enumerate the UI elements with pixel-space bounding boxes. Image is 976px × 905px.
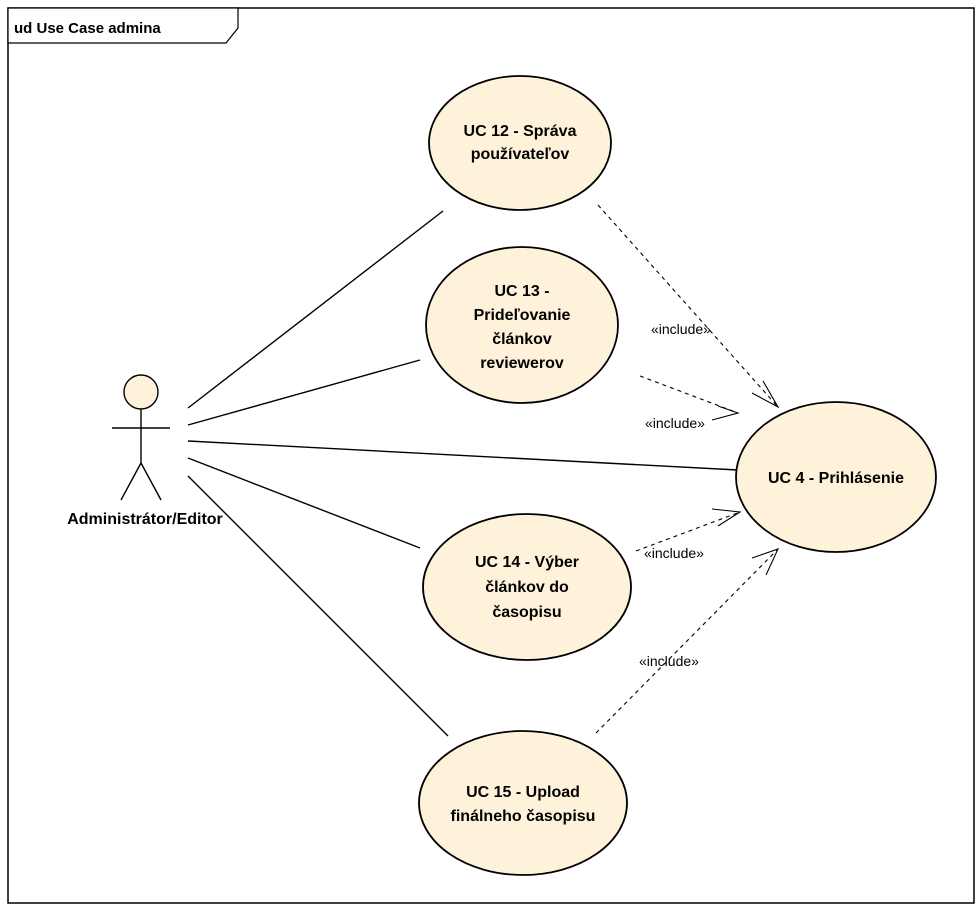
actor-name: Administrátor/Editor xyxy=(67,511,223,528)
uc14-line-1: UC 14 - Výber xyxy=(475,554,579,571)
use-case-uc4[interactable]: UC 4 - Prihlásenie xyxy=(735,401,937,553)
use-case-uc15[interactable]: UC 15 - Upload finálneho časopisu xyxy=(418,730,628,876)
uc14-line-3: časopisu xyxy=(492,604,561,621)
include-label-uc14: «include» xyxy=(644,545,704,561)
uc13-line-3: článkov xyxy=(492,331,552,348)
include-label-uc15: «include» xyxy=(639,653,699,669)
uc13-line-4: reviewerov xyxy=(480,355,564,372)
uc12-line-1: UC 12 - Správa xyxy=(464,123,577,140)
diagram-frame xyxy=(7,7,975,904)
use-case-uc13[interactable]: UC 13 - Prideľovanie článkov reviewerov xyxy=(425,246,619,404)
include-line-uc14 xyxy=(635,511,741,552)
include-arrowhead-uc13 xyxy=(711,405,740,421)
use-case-uc12[interactable]: UC 12 - Správa používateľov xyxy=(428,75,612,211)
uc4-line-1: UC 4 - Prihlásenie xyxy=(768,470,904,487)
include-arrowhead-uc15 xyxy=(751,548,780,576)
actor-right-leg xyxy=(140,462,162,501)
uc15-line-1: UC 15 - Upload xyxy=(466,784,580,801)
association-uc4 xyxy=(187,440,739,471)
include-line-uc12 xyxy=(597,204,779,408)
diagram-title: ud Use Case admina xyxy=(14,20,161,37)
include-arrowhead-uc12 xyxy=(751,380,780,409)
uc13-line-2: Prideľovanie xyxy=(474,307,571,324)
association-uc14 xyxy=(187,457,421,549)
diagram-frame-tab xyxy=(7,7,239,44)
association-uc15 xyxy=(187,475,449,737)
include-label-uc12: «include» xyxy=(651,321,711,337)
actor-administrator-editor[interactable]: Administrátor/Editor xyxy=(67,374,223,528)
uc13-line-1: UC 13 - xyxy=(494,283,549,300)
include-line-uc15 xyxy=(595,548,779,734)
uc14-line-2: článkov do xyxy=(485,579,569,596)
actor-left-leg xyxy=(120,462,142,501)
include-line-uc13 xyxy=(639,375,739,414)
actor-head xyxy=(123,374,159,410)
include-label-uc13: «include» xyxy=(645,415,705,431)
association-uc13 xyxy=(187,359,421,426)
use-case-uc14[interactable]: UC 14 - Výber článkov do časopisu xyxy=(422,513,632,661)
include-arrowhead-uc14 xyxy=(711,508,742,527)
association-uc12 xyxy=(187,210,444,409)
uc12-line-2: používateľov xyxy=(471,146,570,163)
uc15-line-2: finálneho časopisu xyxy=(451,808,596,825)
